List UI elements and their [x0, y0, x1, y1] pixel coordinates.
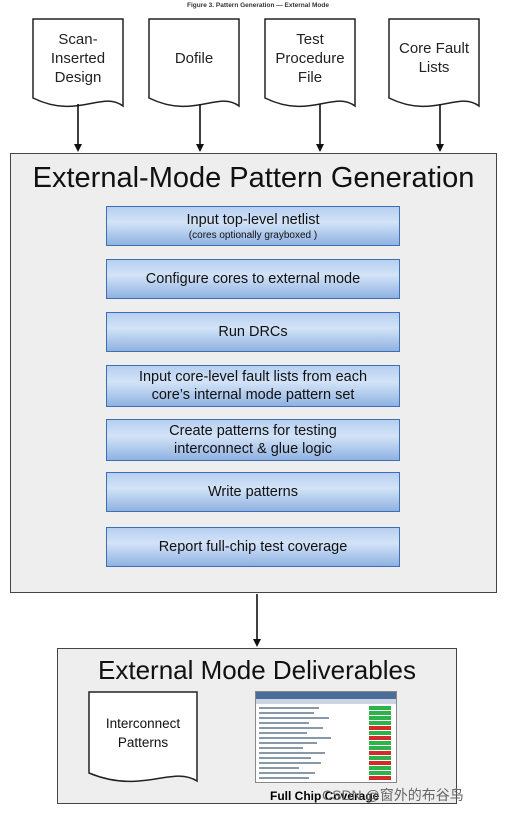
- row-text-placeholder: [259, 712, 314, 714]
- doc-label: Interconnect Patterns: [105, 716, 181, 750]
- step-sublabel: (cores optionally grayboxed ): [188, 229, 318, 241]
- row-text-placeholder: [259, 742, 317, 744]
- deliverables-title: External Mode Deliverables: [98, 655, 416, 685]
- step-create-patterns: Create patterns for testing interconnect…: [106, 419, 400, 461]
- coverage-row: [259, 736, 393, 740]
- step-input-netlist: Input top-level netlist (cores optionall…: [106, 206, 400, 246]
- panel-title: External-Mode Pattern Generation: [32, 162, 475, 194]
- coverage-cell: [369, 716, 391, 720]
- input-doc-label: Core Fault Lists: [398, 40, 470, 76]
- input-doc-core-fault-lists: Core Fault Lists: [388, 18, 480, 114]
- coverage-cell: [369, 736, 391, 740]
- figure-title: Figure 3. Pattern Generation — External …: [187, 2, 329, 9]
- coverage-cell: [369, 726, 391, 730]
- document-icon: [264, 18, 356, 108]
- coverage-cell: [369, 731, 391, 735]
- row-text-placeholder: [259, 772, 315, 774]
- step-label: Create patterns for testing interconnect…: [169, 423, 337, 457]
- coverage-cell: [369, 711, 391, 715]
- coverage-row: [259, 731, 393, 735]
- coverage-row: [259, 746, 393, 750]
- coverage-report-screenshot: [255, 691, 397, 783]
- coverage-cell: [369, 721, 391, 725]
- document-icon: [388, 18, 480, 108]
- coverage-row: [259, 771, 393, 775]
- coverage-cell: [369, 706, 391, 710]
- step-label: Input top-level netlist: [186, 211, 320, 228]
- input-doc-dofile: Dofile: [148, 18, 240, 114]
- coverage-row: [259, 751, 393, 755]
- coverage-row: [259, 766, 393, 770]
- step-configure-cores: Configure cores to external mode: [106, 259, 400, 299]
- coverage-row: [259, 721, 393, 725]
- coverage-row: [259, 726, 393, 730]
- window-titlebar: [256, 692, 396, 699]
- step-label: Input core-level fault lists from each c…: [138, 369, 368, 403]
- document-icon: [148, 18, 240, 108]
- coverage-row: [259, 741, 393, 745]
- input-doc-scan-inserted-design: Scan- Inserted Design: [32, 18, 124, 114]
- step-label: Write patterns: [208, 484, 298, 500]
- step-input-fault-lists: Input core-level fault lists from each c…: [106, 365, 400, 407]
- row-text-placeholder: [259, 707, 319, 709]
- document-icon: [32, 18, 124, 108]
- watermark: CSDN @窗外的布谷鸟: [322, 787, 464, 803]
- row-text-placeholder: [259, 762, 321, 764]
- coverage-row: [259, 711, 393, 715]
- coverage-row: [259, 706, 393, 710]
- row-text-placeholder: [259, 727, 323, 729]
- coverage-cell: [369, 766, 391, 770]
- input-doc-label: Dofile: [174, 49, 214, 67]
- external-mode-pattern-generation-panel: External-Mode Pattern Generation Input t…: [10, 153, 497, 593]
- coverage-row: [259, 776, 393, 780]
- step-run-drcs: Run DRCs: [106, 312, 400, 352]
- document-icon: [88, 691, 198, 783]
- step-label: Run DRCs: [218, 324, 288, 340]
- step-label: Configure cores to external mode: [145, 271, 361, 287]
- coverage-cell: [369, 771, 391, 775]
- interconnect-patterns-doc: Interconnect Patterns: [88, 691, 198, 789]
- row-text-placeholder: [259, 717, 329, 719]
- external-mode-deliverables-panel: External Mode Deliverables Interconnect …: [57, 648, 457, 804]
- coverage-cell: [369, 746, 391, 750]
- input-doc-label: Scan- Inserted Design: [50, 30, 106, 86]
- coverage-cell: [369, 776, 391, 780]
- row-text-placeholder: [259, 777, 309, 779]
- coverage-cell: [369, 761, 391, 765]
- step-label: Report full-chip test coverage: [158, 539, 348, 555]
- screenshot-caption: Full Chip Coverage: [270, 789, 380, 803]
- coverage-row: [259, 761, 393, 765]
- coverage-cell: [369, 756, 391, 760]
- row-text-placeholder: [259, 747, 303, 749]
- table-header: [256, 699, 396, 704]
- coverage-cell: [369, 751, 391, 755]
- coverage-cell: [369, 741, 391, 745]
- input-doc-test-procedure-file: Test Procedure File: [264, 18, 356, 114]
- coverage-row: [259, 716, 393, 720]
- row-text-placeholder: [259, 737, 331, 739]
- row-text-placeholder: [259, 732, 307, 734]
- input-doc-label: Test Procedure File: [275, 30, 345, 86]
- step-report-coverage: Report full-chip test coverage: [106, 527, 400, 567]
- coverage-row: [259, 756, 393, 760]
- row-text-placeholder: [259, 767, 299, 769]
- step-write-patterns: Write patterns: [106, 472, 400, 512]
- row-text-placeholder: [259, 752, 325, 754]
- row-text-placeholder: [259, 757, 311, 759]
- row-text-placeholder: [259, 722, 309, 724]
